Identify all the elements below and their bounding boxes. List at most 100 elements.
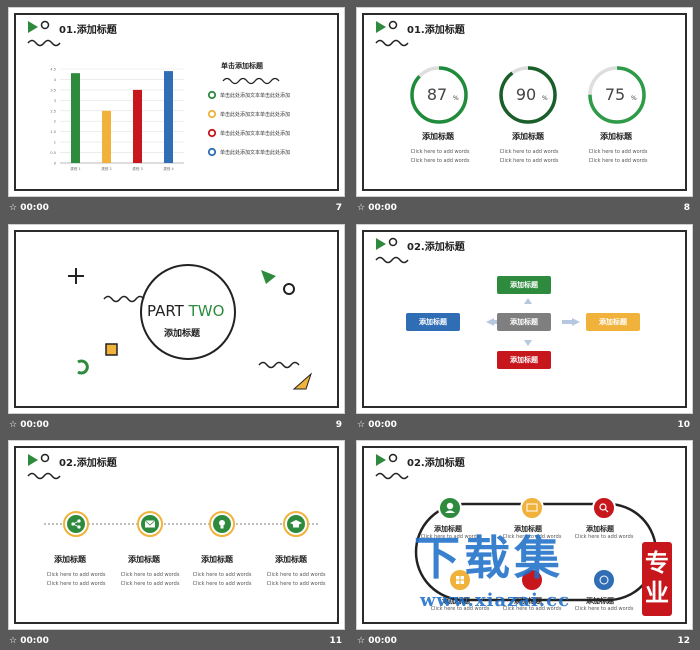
share-icon: [63, 511, 89, 537]
gauge-unit: %: [453, 95, 459, 102]
y-tick-label: 0: [54, 162, 56, 166]
gauge-arc: [588, 66, 646, 124]
slide-footer: ☆ 00:00 7: [4, 199, 347, 217]
slide-thumbnail-11[interactable]: 02.添加标题 添加标题 添加标题 添加标题 添加标题 Click here t…: [4, 436, 347, 650]
x-tick-label: 类别 3: [132, 166, 142, 171]
slide-frame: 02.添加标题 添加标题 添加标题 添加标题 添加标题 添加标题: [362, 230, 687, 408]
timing-label: ☆ 00:00: [9, 636, 49, 646]
seal-stamp: 专业: [642, 542, 672, 616]
slide-canvas: PART TWO 添加标题: [8, 224, 345, 414]
step-text: Click here to add words: [574, 534, 634, 540]
gauge-text: Click here to add words: [499, 158, 559, 164]
slide-number: 12: [677, 636, 690, 646]
section-title: PART TWO: [147, 302, 224, 320]
title-decoration: [375, 237, 580, 346]
timing-label: ☆ 00:00: [357, 636, 397, 646]
bar: [164, 71, 173, 163]
wave-decoration: [27, 39, 61, 47]
cycle-diagram: [375, 453, 658, 602]
timing-label: ☆ 00:00: [357, 203, 397, 213]
wave-decoration: [27, 472, 61, 480]
y-tick-label: 0.5: [50, 151, 56, 155]
center-box[interactable]: 添加标题: [497, 313, 551, 331]
timing-value: 00:00: [20, 636, 49, 646]
legend-title: 单击添加标题: [221, 62, 263, 70]
slide-footer: ☆ 00:00 9: [4, 416, 347, 434]
step-text: Click here to add words: [192, 572, 252, 578]
gauge-unit: %: [542, 95, 548, 102]
step-label: 添加标题: [442, 597, 470, 605]
left-box[interactable]: 添加标题: [406, 313, 460, 331]
globe-icon: [592, 568, 616, 592]
legend-item: 单击此处添加文本单击此处添加: [220, 150, 291, 156]
gauge-unit: %: [631, 95, 637, 102]
legend-item: 单击此处添加文本单击此处添加: [220, 93, 291, 99]
heart-icon: [520, 568, 544, 592]
step-label: 添加标题: [201, 555, 233, 564]
mail-icon: [137, 511, 163, 537]
gauge-text: Click here to add words: [410, 149, 470, 155]
slide-canvas: 02.添加标题 添加标题 添加标题 添加标题 添加标题 添加标题: [356, 224, 693, 414]
top-box[interactable]: 添加标题: [497, 276, 551, 294]
gauge-group: 87%90%75%: [410, 66, 646, 124]
y-tick-label: 1.5: [50, 130, 56, 134]
y-tick-label: 3.5: [50, 88, 56, 92]
y-tick-label: 1: [54, 141, 56, 145]
triangle-icon: [376, 238, 386, 250]
bar: [71, 73, 80, 163]
gauge-arc: [410, 66, 468, 124]
gauge-label: 添加标题: [512, 132, 544, 141]
y-tick-label: 4.5: [50, 68, 56, 72]
slide-footer: ☆ 00:00 12: [352, 632, 695, 650]
plus-icon: [68, 268, 84, 284]
x-tick-label: 类别 2: [101, 166, 111, 171]
step-text: Click here to add words: [120, 581, 180, 587]
legend-decoration: [207, 77, 280, 157]
arrow-left-icon: [486, 318, 494, 326]
slide-number: 10: [677, 420, 690, 430]
gauge-label: 添加标题: [600, 132, 632, 141]
slide-thumbnail-12[interactable]: 02.添加标题 添加标题 添加标题 添加标题 Click here to add…: [352, 436, 695, 650]
triangle-icon: [28, 454, 38, 466]
watermark-title: 下载集: [414, 531, 564, 585]
slide-number: 9: [335, 420, 342, 430]
legend-item: 单击此处添加文本单击此处添加: [220, 112, 291, 118]
triangle-icon: [376, 21, 386, 33]
arc-icon: [77, 359, 89, 375]
step-text: Click here to add words: [46, 572, 106, 578]
bar: [102, 110, 111, 163]
arrow-up-icon: [524, 298, 532, 304]
step-text: Click here to add words: [266, 581, 326, 587]
step-label: 添加标题: [275, 555, 307, 564]
slide-thumbnail-9[interactable]: PART TWO 添加标题 ☆ 00:00 9: [4, 220, 347, 434]
y-tick-label: 4: [54, 78, 57, 82]
user-icon: [438, 496, 462, 520]
x-tick-label: 类别 1: [70, 166, 80, 171]
step-text: Click here to add words: [430, 606, 490, 612]
legend-marker: [207, 147, 217, 157]
timing-value: 00:00: [368, 420, 397, 430]
slide-title: 01.添加标题: [407, 25, 465, 36]
gauge-value: 87: [427, 85, 447, 104]
slide-canvas: 02.添加标题 添加标题 添加标题 添加标题 Click here to add…: [356, 440, 693, 630]
bar: [133, 89, 142, 163]
y-tick-label: 2.5: [50, 109, 56, 113]
wave-decoration: [258, 361, 300, 369]
slide-thumbnail-10[interactable]: 02.添加标题 添加标题 添加标题 添加标题 添加标题 添加标题 ☆ 00:00…: [352, 220, 695, 434]
step-text: Click here to add words: [46, 581, 106, 587]
shard-icon: [292, 372, 313, 390]
timing-value: 00:00: [20, 420, 49, 430]
right-box[interactable]: 添加标题: [586, 313, 640, 331]
slide-title: 02.添加标题: [59, 458, 117, 469]
slide-frame: 01.添加标题 87%90%75% 添加标题 添加标题 添加标题 Click h…: [362, 13, 687, 191]
legend-marker: [207, 109, 217, 119]
bottom-box[interactable]: 添加标题: [497, 351, 551, 369]
slide-thumbnail-8[interactable]: 01.添加标题 87%90%75% 添加标题 添加标题 添加标题 Click h…: [352, 3, 695, 217]
timing-value: 00:00: [368, 636, 397, 646]
wave-decoration: [375, 39, 409, 47]
gauge-value: 75: [605, 85, 625, 104]
step-label: 添加标题: [128, 555, 160, 564]
